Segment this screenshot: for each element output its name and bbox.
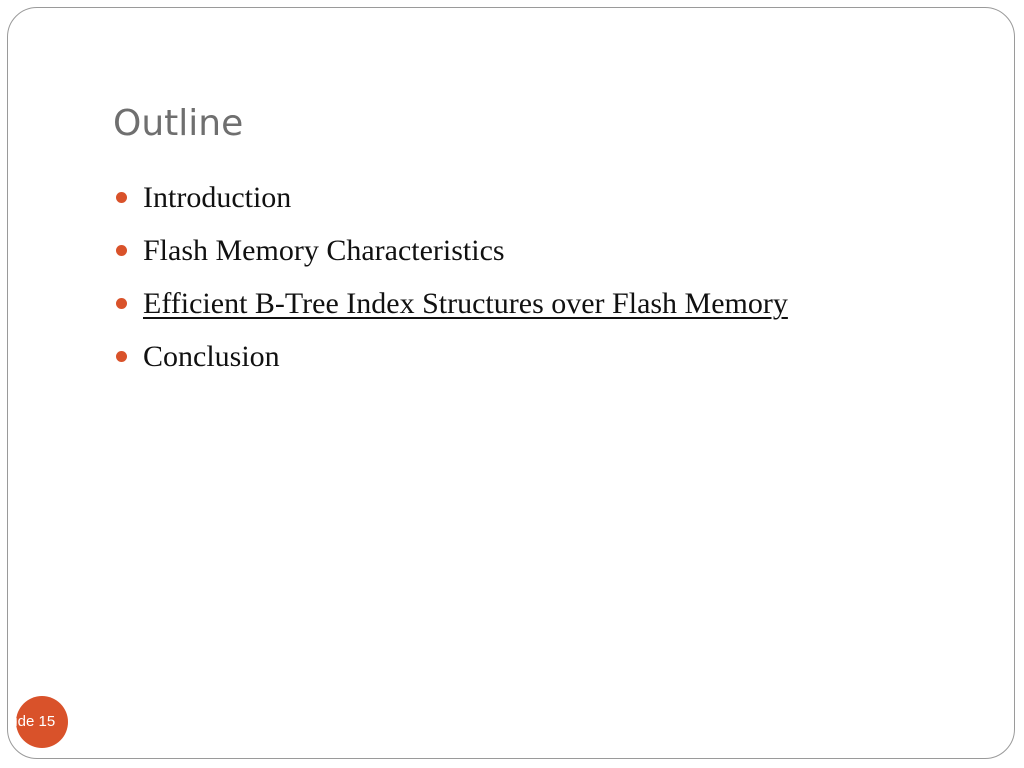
bullet-dot-icon — [116, 298, 127, 309]
bullet-item-conclusion: Conclusion — [116, 330, 788, 383]
bullet-dot-icon — [116, 245, 127, 256]
bullet-text: Introduction — [143, 180, 292, 214]
bullet-dot-icon — [116, 192, 127, 203]
bullet-list: Introduction Flash Memory Characteristic… — [116, 171, 788, 383]
slide-number-label: Slide 15 — [16, 713, 56, 730]
bullet-text: Flash Memory Characteristics — [143, 233, 505, 267]
slide-number-badge: Slide 15 — [16, 696, 68, 748]
bullet-dot-icon — [116, 351, 127, 362]
bullet-text: Conclusion — [143, 339, 280, 373]
bullet-item-btree-structures[interactable]: Efficient B-Tree Index Structures over F… — [116, 277, 788, 330]
bullet-item-introduction: Introduction — [116, 171, 788, 224]
slide-title: Outline — [113, 103, 244, 144]
bullet-item-flash-memory: Flash Memory Characteristics — [116, 224, 788, 277]
slide-frame — [7, 7, 1015, 759]
bullet-link-text[interactable]: Efficient B-Tree Index Structures over F… — [143, 286, 788, 320]
